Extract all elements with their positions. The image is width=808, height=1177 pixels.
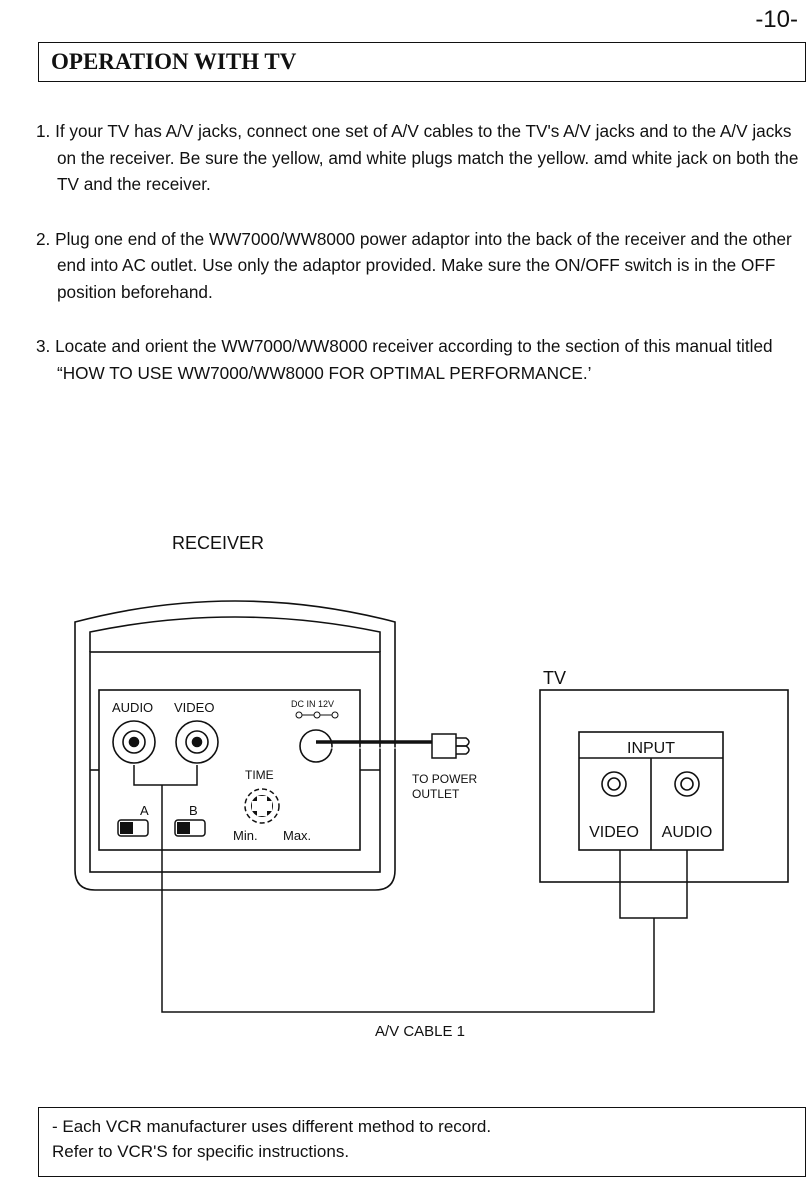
switch-a: [117, 819, 149, 837]
time-knob-icon: [244, 788, 280, 824]
tv-input-label: INPUT: [627, 740, 675, 757]
page-number: -10-: [755, 6, 798, 33]
receiver-unit: [74, 600, 396, 891]
note-line-1: - Each VCR manufacturer uses different m…: [52, 1117, 492, 1136]
receiver-video-jack: [175, 720, 219, 764]
min-label: Min.: [233, 828, 258, 843]
tv-input-panel: [578, 731, 724, 851]
time-label: TIME: [245, 768, 274, 782]
dc-polarity-icon: [295, 711, 339, 719]
receiver-video-label: VIDEO: [174, 700, 214, 715]
instruction-list: 1. If your TV has A/V jacks, connect one…: [36, 118, 808, 414]
tv-video-jack: [601, 771, 627, 797]
max-label: Max.: [283, 828, 311, 843]
note-box: - Each VCR manufacturer uses different m…: [38, 1107, 806, 1177]
tv-label: TV: [543, 668, 566, 688]
section-title: OPERATION WITH TV: [38, 42, 806, 82]
receiver-audio-jack: [112, 720, 156, 764]
switch-b: [174, 819, 206, 837]
power-cord: [316, 740, 432, 749]
dc-in-label: DC IN 12V: [291, 699, 334, 709]
tv-audio-label: AUDIO: [662, 824, 713, 841]
tv-audio-jack: [674, 771, 700, 797]
tv-video-label: VIDEO: [589, 824, 639, 841]
connection-diagram: RECEIVER AUDIO VIDEO DC IN 12V TIME Min.…: [74, 533, 789, 1040]
step-3: 3. Locate and orient the WW7000/WW8000 r…: [36, 336, 773, 383]
switch-a-label: A: [140, 803, 149, 818]
step-2: 2. Plug one end of the WW7000/WW8000 pow…: [36, 228, 792, 302]
receiver-title: RECEIVER: [172, 533, 264, 553]
tv-unit: [539, 689, 789, 883]
power-outlet-label-2: OUTLET: [412, 787, 460, 801]
note-line-2: Refer to VCR'S for specific instructions…: [52, 1142, 350, 1161]
step-1: 1. If your TV has A/V jacks, connect one…: [36, 121, 799, 194]
dc-in-jack: [299, 729, 333, 763]
switch-b-label: B: [189, 803, 198, 818]
power-outlet-label-1: TO POWER: [412, 772, 477, 786]
jack-bracket: [133, 765, 198, 786]
power-plug-icon: [431, 733, 470, 759]
av-cable-label: A/V CABLE 1: [375, 1023, 465, 1040]
receiver-audio-label: AUDIO: [112, 700, 153, 715]
av-cable: [161, 785, 688, 1013]
